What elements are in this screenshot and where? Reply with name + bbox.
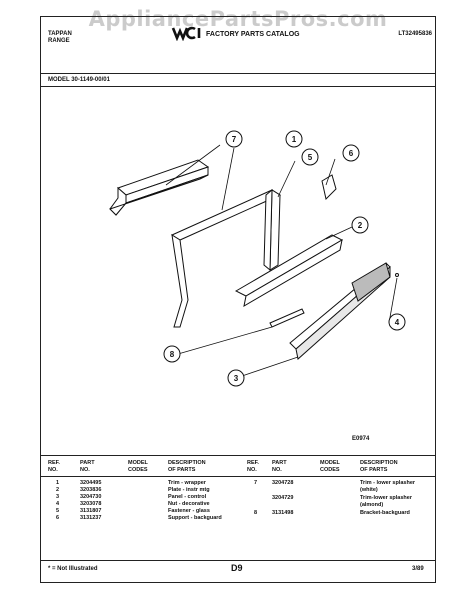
watermark-text: AppliancePartsPros.com — [88, 7, 388, 31]
callout-7: 7 — [232, 135, 237, 144]
right-row-part: 3204728 — [272, 480, 294, 486]
callout-1: 1 — [292, 135, 297, 144]
catalog-title: FACTORY PARTS CATALOG — [206, 31, 300, 38]
page-number: D9 — [231, 563, 243, 573]
table-header-rule — [40, 476, 436, 477]
right-row-desc: (white) — [360, 487, 378, 493]
wci-logo-icon — [171, 26, 201, 41]
print-date: 3/89 — [412, 566, 424, 572]
part-3-control-panel — [289, 262, 391, 360]
exploded-parts-diagram: 1 2 3 4 5 6 7 8 — [109, 130, 406, 387]
left-row-desc: Fastener - glass — [168, 508, 210, 514]
left-row-desc: Trim - wrapper — [168, 480, 206, 486]
part-7-splasher-trim — [109, 159, 210, 216]
right-row-part: 3131498 — [272, 510, 294, 516]
model-rule — [40, 86, 436, 87]
left-row-desc: Plate - instr mtg — [168, 487, 210, 493]
part-8-bracket — [269, 308, 305, 328]
brand-line-1: TAPPAN — [48, 31, 72, 37]
model-number: MODEL 30-1149-00/01 — [48, 77, 110, 83]
right-row-desc: Bracket-backguard — [360, 510, 410, 516]
brand-line-2: RANGE — [48, 38, 70, 44]
left-row-ref: 3 — [56, 494, 60, 500]
footer-note: * = Not Illustrated — [48, 566, 98, 572]
header-rule — [40, 73, 436, 74]
left-row-ref: 1 — [56, 480, 60, 486]
left-row-part: 3204730 — [80, 494, 102, 500]
left-row-desc: Panel - control — [168, 494, 207, 500]
right-row-desc: (almond) — [360, 502, 384, 508]
callout-2: 2 — [358, 221, 363, 230]
table-top-rule — [40, 455, 436, 456]
left-row-part: 3203836 — [80, 487, 102, 493]
left-row-part: 3131807 — [80, 508, 102, 514]
part-2-mounting-plate — [234, 234, 344, 307]
figure-code: E0974 — [352, 436, 370, 442]
hdr-ref: REF.NO. — [48, 460, 60, 473]
page-border — [40, 16, 436, 583]
left-row-part: 3203078 — [80, 501, 102, 507]
right-row-desc: Trim-lower splasher — [360, 495, 412, 501]
left-row-desc: Nut - decorative — [168, 501, 210, 507]
brand-block: TAPPAN RANGE — [48, 31, 72, 45]
right-row-desc: Trim - lower splasher — [360, 480, 416, 486]
left-row-part: 3131237 — [80, 515, 102, 521]
right-row-ref: 7 — [254, 480, 258, 486]
left-row-part: 3204495 — [80, 480, 102, 486]
catalog-code: LT32495836 — [398, 31, 432, 37]
left-row-ref: 4 — [56, 501, 60, 507]
callout-8: 8 — [170, 350, 175, 359]
left-row-ref: 5 — [56, 508, 60, 514]
callout-3: 3 — [234, 374, 239, 383]
callout-5: 5 — [308, 153, 313, 162]
callout-6: 6 — [349, 149, 354, 158]
right-row-part: 3204729 — [272, 495, 294, 501]
left-row-desc: Support - backguard — [168, 515, 222, 521]
part-1-wrapper-trim — [170, 188, 282, 328]
left-row-ref: 2 — [56, 487, 60, 493]
part-4-nut — [395, 273, 399, 277]
right-row-ref: 8 — [254, 510, 258, 516]
part-6-clip — [321, 174, 337, 200]
footer-rule — [40, 560, 436, 561]
callout-4: 4 — [395, 318, 400, 327]
hdr-ref-r: REF.NO. — [247, 460, 259, 473]
left-row-ref: 6 — [56, 515, 60, 521]
